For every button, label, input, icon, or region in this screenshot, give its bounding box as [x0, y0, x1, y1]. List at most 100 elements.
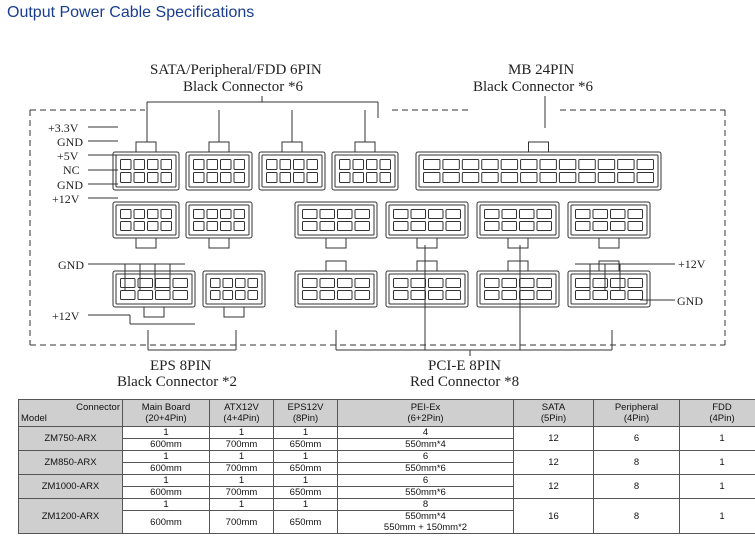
mb-connector: [415, 151, 662, 191]
connector-inner: [205, 273, 263, 305]
connector-pin: [319, 278, 335, 288]
connector-pin: [536, 221, 552, 231]
connector-pin: [519, 278, 535, 288]
connector-pin: [410, 290, 426, 300]
connector-pin: [519, 290, 535, 300]
connector-pin: [337, 209, 353, 219]
connector-pin: [160, 209, 172, 219]
connector-pin: [137, 290, 153, 300]
connector-pin: [354, 278, 370, 288]
connector-pin: [172, 278, 188, 288]
connector-pin: [120, 209, 132, 219]
header-pcie: PEI-Ex(6+2Pin): [337, 399, 514, 427]
connector-inner: [188, 154, 250, 188]
connector-inner: [261, 154, 323, 188]
connector-latch: [528, 141, 549, 153]
connector-pin: [160, 172, 172, 183]
connector-pin: [147, 221, 159, 231]
connector-inner: [297, 273, 375, 305]
connector-pin: [155, 290, 171, 300]
atx-connector: [112, 201, 180, 239]
connector-inner: [115, 204, 177, 236]
connector-pin: [266, 159, 278, 170]
connector-pin: [193, 159, 205, 170]
connector-pin: [610, 278, 626, 288]
connector-pin: [206, 159, 218, 170]
pcie-connector: [385, 201, 469, 239]
connector-pin: [627, 221, 643, 231]
connector-pin: [302, 209, 318, 219]
sata-connector: [185, 151, 253, 191]
header-atx12v: ATX12V(4+4Pin): [209, 399, 274, 427]
connector-pin: [575, 209, 591, 219]
connector-pin: [193, 221, 205, 231]
connector-pin: [266, 172, 278, 183]
connector-pin: [133, 209, 145, 219]
connector-pin: [193, 209, 205, 219]
connector-pin: [206, 172, 218, 183]
atx-connector: [185, 201, 253, 239]
connector-latch: [507, 237, 529, 249]
connector-latch: [354, 141, 376, 153]
connector-pin: [233, 221, 245, 231]
connector-pin: [293, 159, 305, 170]
pin-label-5v: +5V: [57, 149, 79, 163]
connector-pin: [339, 172, 351, 183]
connector-pin: [500, 172, 519, 183]
connector-pin: [578, 159, 596, 170]
connector-latch: [598, 260, 620, 272]
connector-inner: [479, 273, 557, 305]
connector-pin: [279, 159, 291, 170]
connector-pin: [627, 209, 643, 219]
header-peripheral: Peripheral(4Pin): [593, 399, 680, 427]
connector-pin: [352, 159, 364, 170]
table-row: ZM750-ARX 1 1 1 4 12 6 1: [18, 426, 755, 451]
connector-pin: [393, 209, 409, 219]
pcie-12v-label: +12V: [678, 257, 706, 271]
connector-pin: [354, 290, 370, 300]
connector-inner: [115, 154, 177, 188]
connector-pin: [206, 209, 218, 219]
connector-latch: [416, 260, 438, 272]
connector-latch: [325, 260, 347, 272]
connector-latch: [223, 306, 245, 318]
connector-pin: [617, 159, 635, 170]
connector-pin: [539, 172, 557, 183]
connector-pin: [636, 159, 654, 170]
connector-pin: [558, 159, 577, 170]
header-eps12v: EPS12V(8Pin): [273, 399, 338, 427]
connector-pin: [393, 278, 409, 288]
connector-pin: [147, 209, 159, 219]
connector-latch: [325, 237, 347, 249]
connector-pin: [536, 290, 552, 300]
connector-pin: [461, 159, 480, 170]
connector-inner: [570, 204, 648, 236]
sata-connector-label-2: Black Connector *6: [183, 79, 303, 95]
sata-connector: [112, 151, 180, 191]
connector-pin: [592, 209, 608, 219]
pcie-gnd-label: GND: [677, 294, 703, 308]
connector-inner: [418, 154, 659, 188]
connector-pin: [558, 172, 577, 183]
sata-connector: [331, 151, 399, 191]
pcie-connector: [476, 270, 560, 308]
connector-pin: [442, 159, 460, 170]
pin-label-gnd-1: GND: [57, 135, 83, 149]
connector-pin: [233, 159, 245, 170]
connector-pin: [500, 159, 519, 170]
table-row: 600mm 700mm 650mm 550mm*6: [19, 486, 755, 499]
connector-pin: [220, 172, 232, 183]
connector-pin: [379, 172, 391, 183]
connector-pin: [428, 209, 444, 219]
connector-pin: [222, 278, 233, 288]
connector-pin: [233, 209, 245, 219]
connector-pin: [137, 278, 153, 288]
connector-inner: [570, 273, 648, 305]
connector-pin: [539, 159, 557, 170]
connector-pin: [636, 172, 654, 183]
page-title: Output Power Cable Specifications: [7, 4, 255, 21]
connector-inner: [479, 204, 557, 236]
pcie-connector: [567, 201, 651, 239]
sata-connector-label-1: SATA/Peripheral/FDD 6PIN: [150, 62, 322, 78]
connector-latch: [598, 237, 620, 249]
